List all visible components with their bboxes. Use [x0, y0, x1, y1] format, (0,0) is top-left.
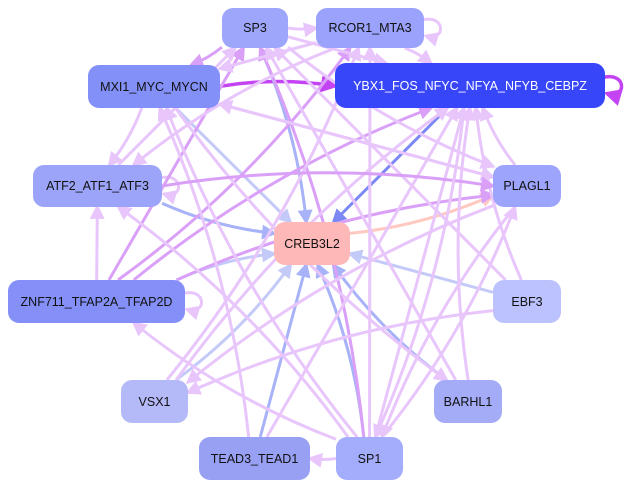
node-atf2-atf1-atf3[interactable]: ATF2_ATF1_ATF3 — [33, 165, 162, 207]
edge-ebf3-to-creb3l2 — [347, 249, 494, 294]
edge-sp3-to-mxi1_myc_mycn — [188, 45, 223, 68]
edge-tead3_tead1-to-mxi1_myc_mycn — [157, 105, 251, 438]
edge-tead3_tead1-to-ybx1 — [265, 105, 459, 438]
node-mxi1-myc-mycn[interactable]: MXI1_MYC_MYCN — [88, 65, 220, 108]
node-rcor1-mta3[interactable]: RCOR1_MTA3 — [316, 8, 424, 48]
edge-plagl1-to-mxi1_myc_mycn — [217, 99, 494, 179]
edge-ybx1-to-ybx1 — [602, 74, 624, 106]
node-vsx1[interactable]: VSX1 — [121, 380, 188, 423]
edge-sp3-to-plagl1 — [287, 46, 496, 169]
edge-mxi1_myc_mycn-to-atf2_atf1_atf3 — [107, 107, 144, 168]
edge-mxi1_myc_mycn-to-creb3l2 — [174, 106, 293, 225]
node-creb3l2[interactable]: CREB3L2 — [274, 222, 350, 265]
edge-vsx1-to-creb3l2 — [175, 262, 293, 382]
edge-znf711-to-znf711 — [182, 291, 203, 321]
edge-sp1-to-tead3_tead1 — [307, 452, 337, 468]
edge-znf711-to-ybx1 — [132, 105, 434, 282]
edge-rcor1_mta3-to-atf2_atf1_atf3 — [131, 46, 337, 167]
node-tead3-tead1[interactable]: TEAD3_TEAD1 — [199, 437, 310, 480]
node-ebf3[interactable]: EBF3 — [493, 280, 561, 323]
node-barhl1[interactable]: BARHL1 — [434, 380, 502, 423]
edge-sp1-to-ybx1 — [373, 105, 469, 438]
node-sp3[interactable]: SP3 — [222, 8, 288, 48]
edge-atf2_atf1_atf3-to-atf2_atf1_atf3 — [159, 175, 180, 205]
edge-znf711-to-rcor1_mta3 — [117, 45, 352, 282]
edge-plagl1-to-vsx1 — [185, 204, 494, 385]
edge-tead3_tead1-to-creb3l2 — [258, 262, 311, 438]
edge-ebf3-to-ybx1 — [469, 105, 523, 281]
edge-barhl1-to-ybx1 — [456, 105, 476, 381]
edge-ybx1-to-sp1 — [373, 107, 466, 440]
edge-rcor1_mta3-to-ybx1 — [404, 46, 434, 65]
node-sp1[interactable]: SP1 — [336, 437, 403, 480]
edge-znf711-to-sp3 — [107, 45, 245, 281]
node-ybx1[interactable]: YBX1_FOS_NFYC_NFYA_NFYB_CEBPZ — [335, 63, 605, 108]
edge-rcor1_mta3-to-rcor1_mta3 — [421, 17, 442, 47]
edge-sp3-to-ybx1 — [287, 35, 389, 68]
edge-ebf3-to-vsx1 — [185, 309, 494, 395]
node-plagl1[interactable]: PLAGL1 — [493, 165, 561, 207]
edge-znf711-to-atf2_atf1_atf3 — [89, 204, 105, 281]
edge-sp1-to-znf711 — [131, 321, 337, 441]
edge-barhl1-to-sp3 — [264, 45, 458, 381]
edge-sp1-to-mxi1_myc_mycn — [163, 105, 359, 438]
node-znf711[interactable]: ZNF711_TFAP2A_TFAP2D — [8, 280, 185, 323]
edge-ebf3-to-sp3 — [272, 45, 507, 282]
edge-atf2_atf1_atf3-to-plagl1 — [161, 171, 496, 192]
edge-creb3l2-to-plagl1 — [349, 193, 496, 235]
edge-sp1-to-atf2_atf1_atf3 — [116, 205, 350, 438]
edge-sp3-to-rcor1_mta3 — [287, 22, 319, 38]
edge-plagl1-to-ybx1 — [479, 105, 517, 166]
edge-sp1-to-plagl1 — [380, 204, 518, 438]
